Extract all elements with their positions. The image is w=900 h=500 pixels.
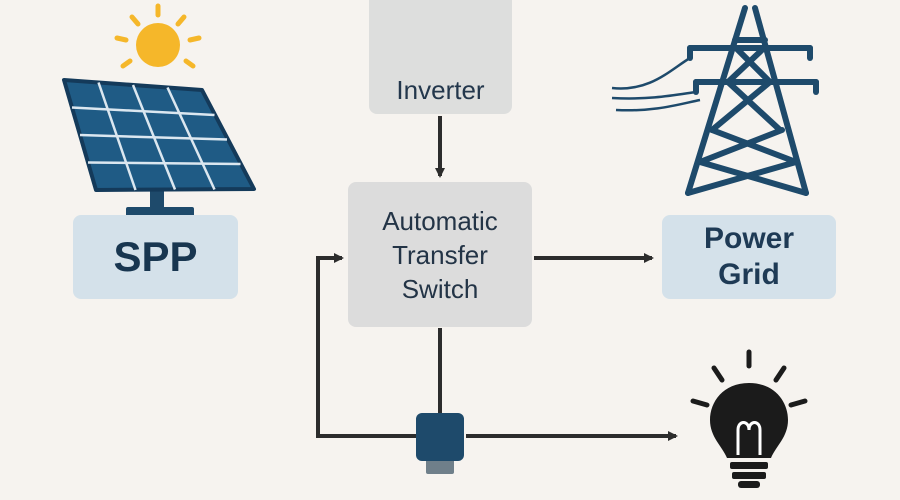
- solar-panel-icon: [62, 78, 256, 217]
- ats-label-line-2: Transfer: [392, 239, 488, 270]
- light-bulb-icon: [690, 349, 808, 488]
- spp-box: SPP: [73, 215, 238, 299]
- transmission-tower-icon: [685, 5, 819, 196]
- connector-lines: [316, 116, 678, 441]
- inverter-box: Inverter: [369, 0, 512, 114]
- meter-icon: [416, 413, 464, 474]
- automatic-transfer-switch-box: Automatic Transfer Switch: [348, 182, 532, 327]
- spp-label: SPP: [113, 233, 198, 280]
- grid-label-line-1: Power: [703, 222, 795, 255]
- power-line-wires: [611, 56, 701, 112]
- arrow-meter-to-ats: [316, 253, 416, 438]
- ats-label-line-1: Automatic: [382, 205, 498, 236]
- sun-icon: [114, 3, 202, 69]
- grid-label-line-2: Grid: [718, 258, 780, 291]
- power-grid-box: Power Grid: [662, 215, 836, 299]
- inverter-label: Inverter: [396, 75, 485, 105]
- ats-label-line-3: Switch: [401, 273, 479, 304]
